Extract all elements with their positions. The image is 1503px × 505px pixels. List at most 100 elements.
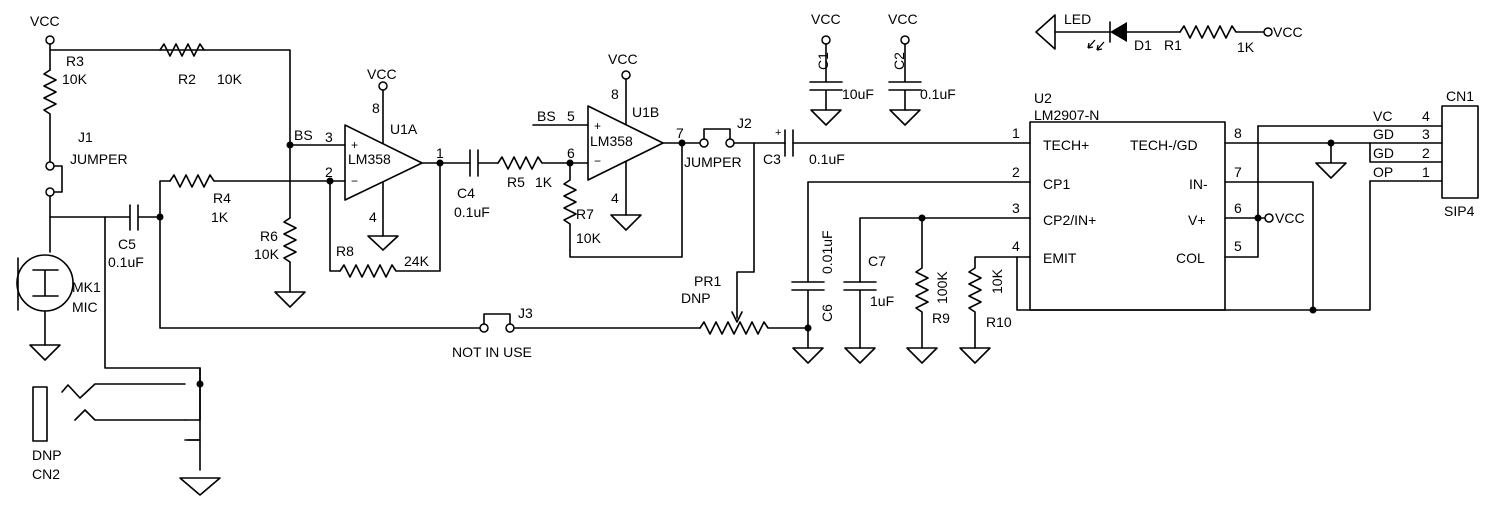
r3-label: R3 bbox=[66, 53, 84, 69]
bs-u1b-label: BS bbox=[537, 108, 556, 124]
c4-value: 0.1uF bbox=[454, 204, 490, 220]
j1-label: J1 bbox=[78, 129, 93, 145]
c2-value: 0.1uF bbox=[920, 86, 956, 102]
u2-pin2: 2 bbox=[1012, 164, 1020, 180]
led-label: LED bbox=[1064, 11, 1091, 27]
cn1-label: CN1 bbox=[1446, 88, 1474, 104]
bs-u1a-label: BS bbox=[294, 127, 313, 143]
c5-label: C5 bbox=[118, 236, 136, 252]
pr1-label: PR1 bbox=[694, 273, 721, 289]
resistor-r9: 100K R9 bbox=[906, 214, 950, 364]
svg-text:+: + bbox=[775, 127, 781, 139]
c1-value: 10uF bbox=[842, 86, 874, 102]
r4-label: R4 bbox=[213, 190, 231, 206]
opamp-u1b: BS 5 6 + − LM358 U1B VCC 8 4 7 R7 10K bbox=[532, 51, 701, 258]
potentiometer-pr1: PR1 DNP bbox=[681, 142, 812, 335]
u2-pin6: 6 bbox=[1234, 200, 1242, 216]
r5-label: R5 bbox=[507, 174, 525, 190]
c4-label: C4 bbox=[457, 185, 475, 201]
u1b-pin4: 4 bbox=[611, 190, 619, 206]
r5-value: 1K bbox=[535, 174, 553, 190]
mk1-label: MK1 bbox=[72, 279, 101, 295]
u2-label: U2 bbox=[1034, 90, 1052, 106]
c1-label: C1 bbox=[815, 52, 831, 70]
capacitor-c6: C6 0.01uF bbox=[791, 230, 835, 364]
u2-pin8-name: TECH-/GD bbox=[1130, 137, 1198, 153]
c3-value: 0.1uF bbox=[809, 151, 845, 167]
j2-label: J2 bbox=[737, 115, 752, 131]
cn1-pin2: 2 bbox=[1422, 145, 1430, 161]
u1a-pin1: 1 bbox=[436, 145, 444, 161]
r1-vcc: VCC bbox=[1273, 24, 1303, 40]
r6-value: 10K bbox=[254, 246, 280, 262]
u2-pin8: 8 bbox=[1234, 125, 1242, 141]
r2-label: R2 bbox=[178, 71, 196, 87]
cn2-note: DNP bbox=[32, 447, 62, 463]
cn1-pin1: 1 bbox=[1422, 164, 1430, 180]
u1b-pin7: 7 bbox=[676, 125, 684, 141]
svg-text:−: − bbox=[594, 154, 601, 168]
u2-pin3: 3 bbox=[1012, 200, 1020, 216]
r6-label: R6 bbox=[260, 228, 278, 244]
u2-part: LM2907-N bbox=[1034, 107, 1099, 123]
jumper-j3: J3 NOT IN USE bbox=[452, 305, 701, 360]
capacitor-c5: C5 0.1uF bbox=[49, 204, 164, 270]
u2-pin5: 5 bbox=[1234, 238, 1242, 254]
u2-pin2-name: CP1 bbox=[1043, 176, 1070, 192]
r8-value: 24K bbox=[404, 253, 430, 269]
jumper-j1: J1 JUMPER bbox=[45, 129, 128, 253]
r2-value: 10K bbox=[217, 71, 243, 87]
c2-label: C2 bbox=[891, 52, 907, 70]
u1b-vcc: VCC bbox=[608, 51, 638, 67]
u2-vcc: VCC bbox=[1275, 210, 1305, 226]
vcc-r3-source: VCC bbox=[30, 13, 291, 146]
ic-u2: U2 LM2907-N TECH+ CP1 CP2/IN+ EMIT COL V… bbox=[807, 90, 1371, 314]
u1a-pin8: 8 bbox=[372, 100, 380, 116]
led-d1: LED D1 bbox=[1035, 11, 1181, 53]
capacitor-c3: + C3 0.1uF bbox=[763, 127, 1031, 167]
svg-text:−: − bbox=[351, 174, 358, 188]
capacitor-c7: C7 1uF bbox=[843, 253, 894, 364]
j3-note: NOT IN USE bbox=[452, 344, 532, 360]
r4-value: 1K bbox=[211, 209, 229, 225]
u1a-part: LM358 bbox=[348, 151, 391, 167]
r7-value: 10K bbox=[576, 230, 602, 246]
jumper-j2: J2 JUMPER bbox=[684, 115, 786, 170]
j1-type: JUMPER bbox=[70, 151, 128, 167]
resistor-r3: R3 10K bbox=[43, 53, 88, 163]
d1-label: D1 bbox=[1134, 37, 1152, 53]
j2-type: JUMPER bbox=[684, 154, 742, 170]
r7-label: R7 bbox=[576, 206, 594, 222]
pr1-note: DNP bbox=[681, 290, 711, 306]
u2-pin3-name: CP2/IN+ bbox=[1043, 212, 1096, 228]
opamp-u1a: BS 3 2 + − LM358 U1A VCC 8 4 1 R8 24K bbox=[289, 66, 471, 278]
j3-label: J3 bbox=[518, 305, 533, 321]
u1a-vcc: VCC bbox=[367, 66, 397, 82]
u2-pin7: 7 bbox=[1234, 164, 1242, 180]
c6-value: 0.01uF bbox=[819, 230, 835, 274]
resistor-r1: VCC R1 1K bbox=[1164, 24, 1303, 55]
r9-label: R9 bbox=[932, 310, 950, 326]
c6-label: C6 bbox=[819, 304, 835, 322]
r3-value: 10K bbox=[62, 71, 88, 87]
u1a-pin2: 2 bbox=[325, 164, 333, 180]
c3-label: C3 bbox=[763, 151, 781, 167]
u1b-pin6: 6 bbox=[567, 145, 575, 161]
resistor-r4: R4 1K bbox=[159, 174, 481, 329]
capacitor-c2: VCC C2 0.1uF bbox=[888, 11, 956, 126]
cn1-pin4-name: VC bbox=[1373, 108, 1392, 124]
svg-text:+: + bbox=[594, 119, 601, 133]
svg-text:+: + bbox=[351, 138, 358, 152]
microphone-mk1: MK1 MIC bbox=[16, 254, 101, 361]
r10-value: 10K bbox=[989, 268, 1005, 294]
c2-vcc: VCC bbox=[888, 11, 918, 27]
u2-pin7-name: IN- bbox=[1189, 176, 1208, 192]
u1a-label: U1A bbox=[390, 121, 418, 137]
resistor-r5: R5 1K bbox=[497, 156, 589, 190]
cn1-pin3: 3 bbox=[1422, 126, 1430, 142]
u1b-pin8: 8 bbox=[611, 86, 619, 102]
u1b-label: U1B bbox=[632, 104, 659, 120]
u2-pin5-name: COL bbox=[1176, 250, 1205, 266]
u1a-pin3: 3 bbox=[325, 129, 333, 145]
